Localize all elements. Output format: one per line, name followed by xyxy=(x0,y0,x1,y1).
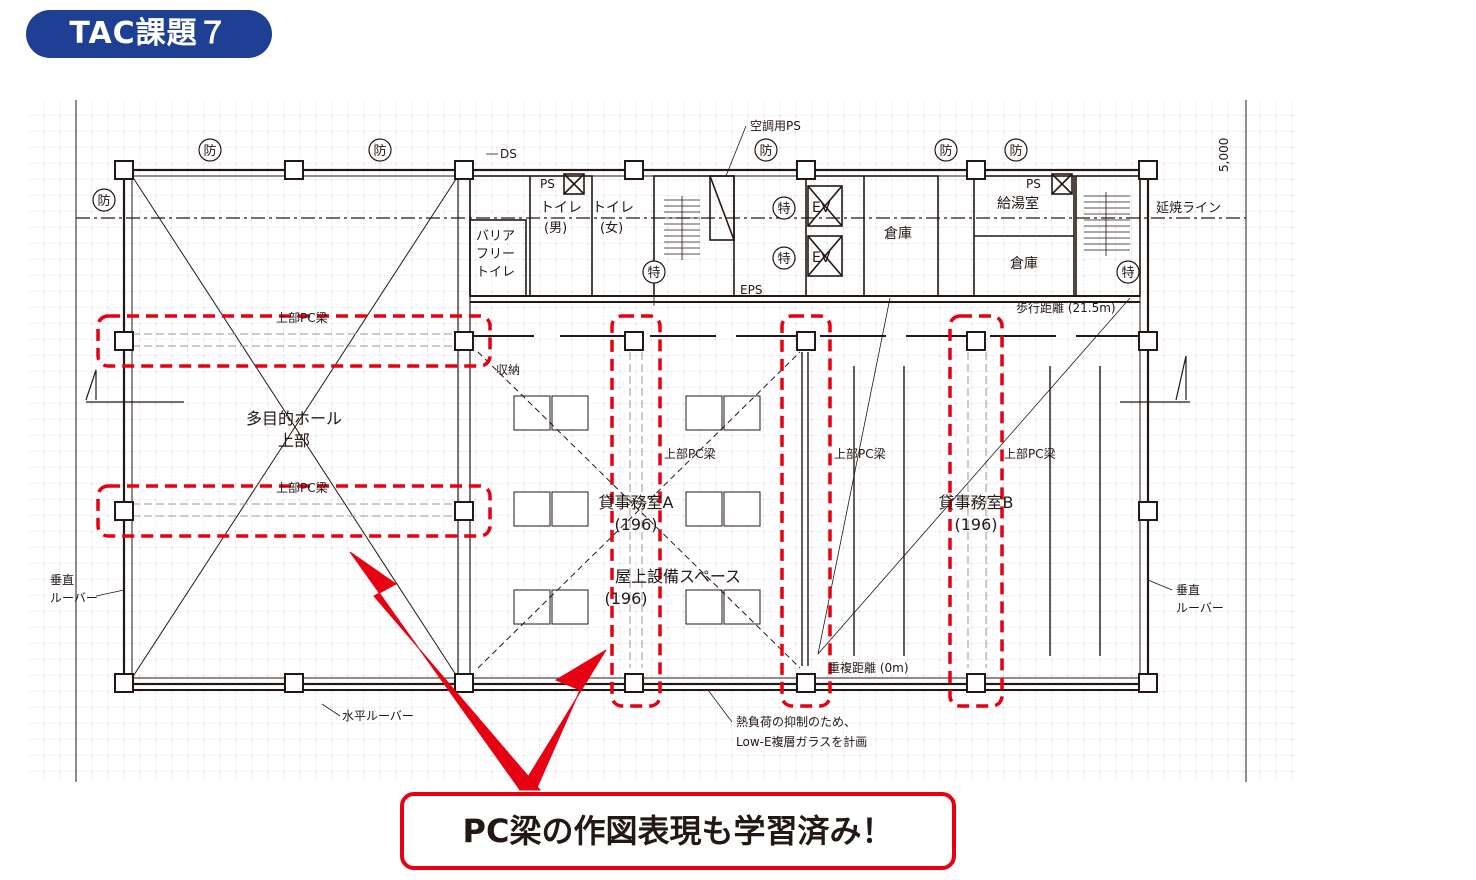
roof-equipment-area: (196) xyxy=(604,589,647,608)
callout-arrows xyxy=(349,551,607,791)
vertical-louver-label: 垂直 xyxy=(1176,583,1200,597)
fire-door-symbols xyxy=(92,138,1028,212)
vertical-louver-label: 垂直 xyxy=(50,573,74,587)
stair-east xyxy=(664,196,700,260)
beam-label: 上部PC梁 xyxy=(664,446,716,461)
barrier-free-label: フリー xyxy=(476,247,515,262)
walking-distance-label: 歩行距離 (21.5m) xyxy=(1016,300,1116,315)
beam-label: 上部PC梁 xyxy=(834,446,886,461)
storage-label: 収納 xyxy=(496,363,520,377)
columns xyxy=(114,160,1158,693)
hall-label: 多目的ホール xyxy=(246,409,342,428)
toilet-women-sub: (女) xyxy=(600,220,623,236)
ds-label: DS xyxy=(500,147,517,161)
vertical-louver-label: ルーバー xyxy=(1176,601,1224,615)
office-a-area: (196) xyxy=(614,515,657,534)
title-badge: TAC課題７ xyxy=(26,10,272,58)
heat-note: 熱負荷の抑制のため、 xyxy=(736,714,856,729)
stair-west xyxy=(1084,192,1130,256)
fire-door-label: 防 xyxy=(97,193,110,209)
vertical-louver-label: ルーバー xyxy=(50,591,98,605)
roof-equipment-void xyxy=(477,351,801,669)
hall-upper-label: 上部 xyxy=(278,431,310,450)
fire-door-label: 防 xyxy=(203,143,216,159)
louver-marks xyxy=(85,355,1190,403)
toilet-men-label: トイレ xyxy=(540,200,582,216)
special-stair-symbols xyxy=(642,196,1140,284)
toilet-men-sub: (男) xyxy=(544,221,567,236)
fire-door-label: 防 xyxy=(759,143,772,159)
roof-equipment-label: 屋上設備スペース xyxy=(615,567,741,586)
beam-label: 上部PC梁 xyxy=(276,310,328,325)
toilet-women-label: トイレ xyxy=(592,200,634,216)
overlap-distance-label: 重複距離 (0m) xyxy=(828,660,909,675)
special-stair-label: 特 xyxy=(777,202,790,217)
hvac-ps-label: 空調用PS xyxy=(750,119,801,133)
ps-label: PS xyxy=(1026,177,1041,191)
special-stair-label: 特 xyxy=(1121,266,1134,281)
fire-door-label: 防 xyxy=(939,143,952,159)
office-b-area: (196) xyxy=(954,515,997,534)
office-desks xyxy=(513,395,761,625)
fire-door-label: 防 xyxy=(1009,143,1022,159)
office-a-label: 貸事務室A xyxy=(599,493,674,512)
core-walls xyxy=(469,173,1141,297)
kitchenette-label: 給湯室 xyxy=(997,195,1039,212)
beam-label: 上部PC梁 xyxy=(1004,446,1056,461)
eps-label: EPS xyxy=(740,283,762,297)
pc-beam-highlights xyxy=(96,314,1004,708)
special-stair-label: 特 xyxy=(777,252,790,267)
ev-label: EV xyxy=(812,200,831,216)
beam-label: 上部PC梁 xyxy=(276,480,328,495)
pc-beams xyxy=(132,333,987,668)
horizontal-louver-label: 水平ルーバー xyxy=(342,709,414,723)
office-b-label: 貸事務室B xyxy=(939,493,1014,512)
fire-spread-label: 延焼ライン xyxy=(1156,201,1221,216)
ev-label: EV xyxy=(812,250,831,266)
dimension-label: 5,000 xyxy=(1217,138,1231,172)
heat-note: Low-E複層ガラスを計画 xyxy=(736,734,867,749)
special-stair-label: 特 xyxy=(647,266,660,281)
barrier-free-label: バリア xyxy=(476,229,515,244)
callout-box: PC梁の作図表現も学習済み！ xyxy=(400,792,956,870)
warehouse-label: 倉庫 xyxy=(1010,255,1038,272)
hall-void xyxy=(131,175,459,679)
ps-label: PS xyxy=(540,177,555,191)
office-partitions xyxy=(801,352,1101,666)
barrier-free-label: トイレ xyxy=(476,265,515,280)
fire-door-label: 防 xyxy=(373,143,386,159)
warehouse-label: 倉庫 xyxy=(884,225,912,242)
